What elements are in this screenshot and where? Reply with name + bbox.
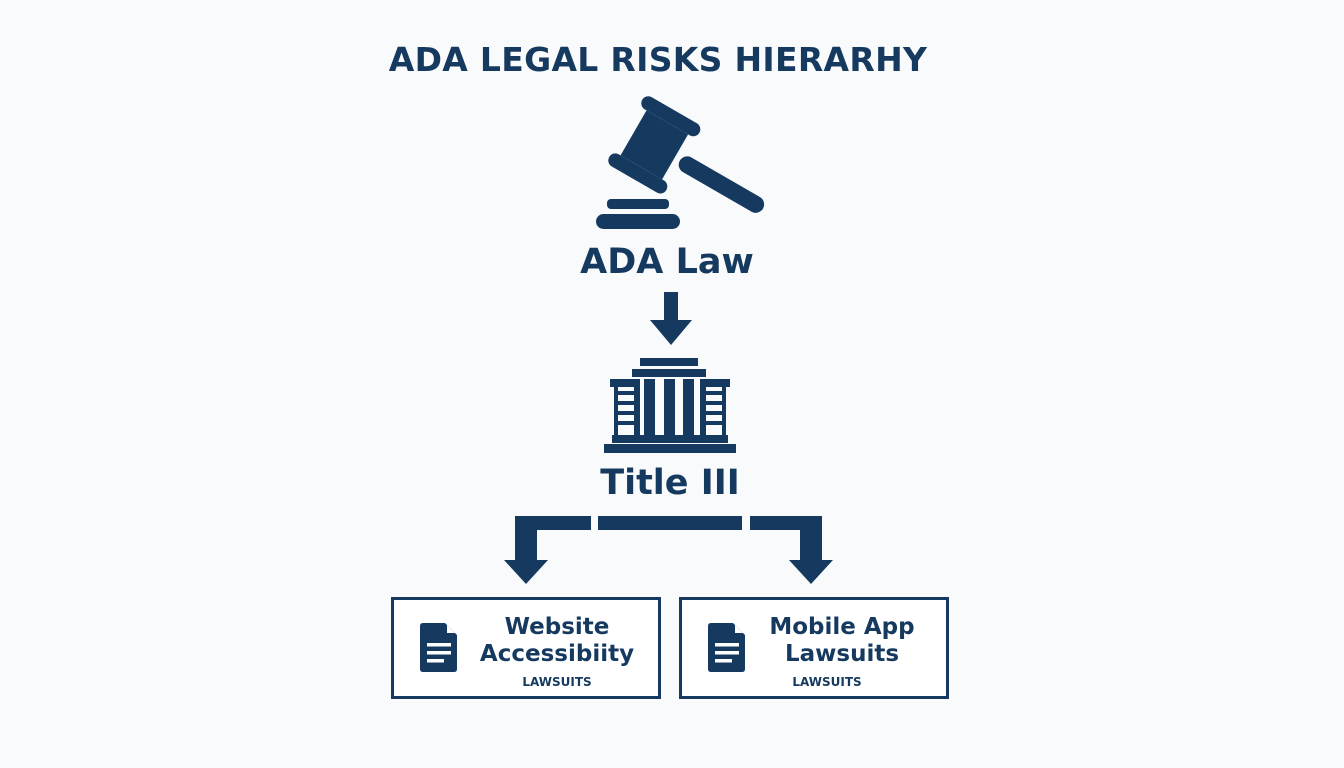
- arrow-down-icon: [650, 292, 692, 345]
- leaf-title-line1: Mobile App: [769, 614, 915, 640]
- gavel-icon: [596, 96, 765, 229]
- leaf-subtitle: LAWSUITS: [522, 675, 592, 689]
- node-title-iii-label: Title III: [600, 463, 740, 503]
- document-icon: [420, 623, 457, 672]
- leaf-box-mobile-app-lawsuits: Mobile App Lawsuits LAWSUITS: [679, 597, 949, 699]
- document-icon: [708, 623, 745, 672]
- diagram-title: ADA LEGAL RISKS HIERARHY: [388, 40, 928, 79]
- leaf-title-line1: Website: [504, 614, 610, 640]
- node-ada-law-label: ADA Law: [580, 242, 754, 282]
- leaf-subtitle: LAWSUITS: [792, 675, 862, 689]
- branch-connector: [504, 516, 833, 584]
- leaf-title-line2: Lawsuits: [784, 641, 900, 667]
- courthouse-icon: [604, 358, 736, 453]
- leaf-box-website-accessibility: Website Accessibiity LAWSUITS: [391, 597, 661, 699]
- leaf-title-line2: Accessibiity: [479, 641, 635, 667]
